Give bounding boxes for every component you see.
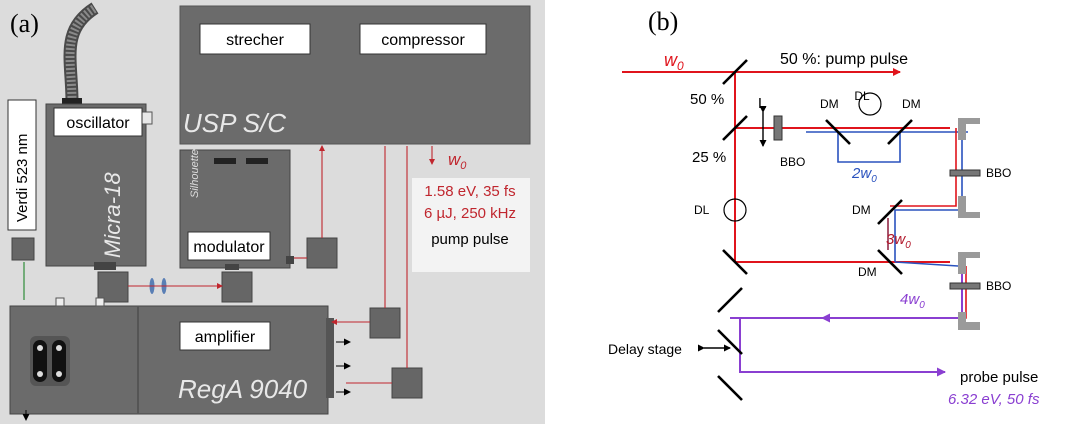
panel-b: (b) — [608, 7, 1040, 408]
dm-label-3: DM — [852, 203, 871, 217]
panel-a: USP S/C strecher compressor oscillator M… — [0, 0, 545, 424]
verdi-mirror — [11, 237, 35, 261]
modulator-port — [286, 256, 294, 264]
probe-spec-label: 6.32 eV, 50 fs — [948, 391, 1040, 408]
bbo-crystal-1 — [773, 115, 783, 141]
mirror-bottom-left — [722, 249, 748, 275]
silhouette-vent-left — [214, 158, 236, 164]
delay-mirror-top — [717, 287, 743, 313]
retroreflectors — [958, 118, 980, 330]
dm-label-4: DM — [858, 265, 877, 279]
rega-top-port-2 — [95, 297, 105, 307]
rega-label: RegA 9040 — [178, 374, 308, 404]
rega-endcap — [326, 318, 334, 398]
verdi-box — [7, 99, 37, 231]
bbo-label-3: BBO — [986, 279, 1011, 293]
beam-power: 6 µJ, 250 kHz — [424, 205, 516, 222]
mirror-split-mid — [722, 115, 748, 141]
delay-line-circle-left — [723, 198, 747, 222]
dm-4 — [877, 249, 903, 275]
mirror-box-2 — [221, 271, 253, 303]
amplifier-label: amplifier — [195, 329, 256, 346]
beam-w0: w0 — [448, 150, 467, 172]
fourth-harmonic-beam — [730, 268, 963, 377]
delay-mirror-out — [717, 375, 743, 401]
dl-label-left: DL — [694, 203, 710, 217]
silhouette-vent-right — [246, 158, 268, 164]
mirror-box-3 — [306, 237, 338, 269]
oscillator-label: oscillator — [66, 115, 130, 132]
silhouette-label: Silhouette — [189, 149, 201, 198]
bbo-crystal-3 — [949, 282, 981, 290]
modulator-box — [187, 231, 271, 261]
beam-energy: 1.58 eV, 35 fs — [424, 183, 515, 200]
bbo-crystal-2 — [949, 169, 981, 177]
split-50-label: 50 % — [690, 91, 724, 108]
modulator-foot — [225, 264, 239, 270]
strecher-box — [199, 23, 311, 55]
beam-info-backdrop — [412, 178, 530, 272]
probe-pulse-label: probe pulse — [960, 369, 1038, 386]
mirror-box-1 — [97, 271, 129, 303]
oscillator-box — [53, 107, 143, 137]
dm-label-1: DM — [820, 97, 839, 111]
verdi-label: Verdi 523 nm — [14, 134, 31, 222]
dl-label-top: DL — [854, 89, 870, 103]
dm-2 — [887, 119, 913, 145]
mirror-split-top — [722, 59, 748, 85]
delay-stage-label: Delay stage — [608, 341, 682, 357]
panel-a-label: (a) — [10, 9, 39, 38]
delay-line-circle-top — [858, 92, 882, 116]
amplifier-connectors — [30, 336, 70, 386]
bbo-label-2: BBO — [986, 166, 1011, 180]
label-3w0: 3w0 — [886, 231, 911, 251]
hose-connector — [62, 98, 82, 106]
beam-name: pump pulse — [431, 231, 509, 248]
compressor-label: compressor — [381, 32, 465, 49]
dm-1 — [825, 119, 851, 145]
bbo-label-1: BBO — [780, 155, 805, 169]
label-4w0: 4w0 — [900, 291, 925, 311]
compressor-box — [359, 23, 487, 55]
micra-label: Micra-18 — [100, 172, 125, 258]
micra-foot — [94, 262, 116, 270]
delay-mirror-bottom — [717, 329, 743, 355]
lens-L-label: L — [758, 95, 766, 112]
input-w0: w0 — [664, 50, 684, 73]
rega-top-port-1 — [55, 297, 65, 307]
usp-label: USP S/C — [183, 108, 286, 138]
panel-a-beams — [128, 145, 435, 384]
mirror-box-4 — [369, 307, 401, 339]
mirrors — [717, 59, 913, 401]
dm-3 — [877, 199, 903, 225]
fundamental-beam — [622, 68, 950, 263]
strecher-label: strecher — [226, 32, 284, 49]
amplifier-box — [179, 321, 271, 351]
label-2w0: 2w0 — [851, 165, 877, 185]
split-25-label: 25 % — [692, 149, 726, 166]
split-top-label: 50 %: pump pulse — [780, 51, 908, 68]
micra-side-port — [141, 111, 153, 125]
oscillator-hose — [63, 2, 99, 103]
mirror-box-5 — [391, 367, 423, 399]
dm-label-2: DM — [902, 97, 921, 111]
panel-b-label: (b) — [648, 7, 678, 36]
modulator-label: modulator — [193, 239, 265, 256]
